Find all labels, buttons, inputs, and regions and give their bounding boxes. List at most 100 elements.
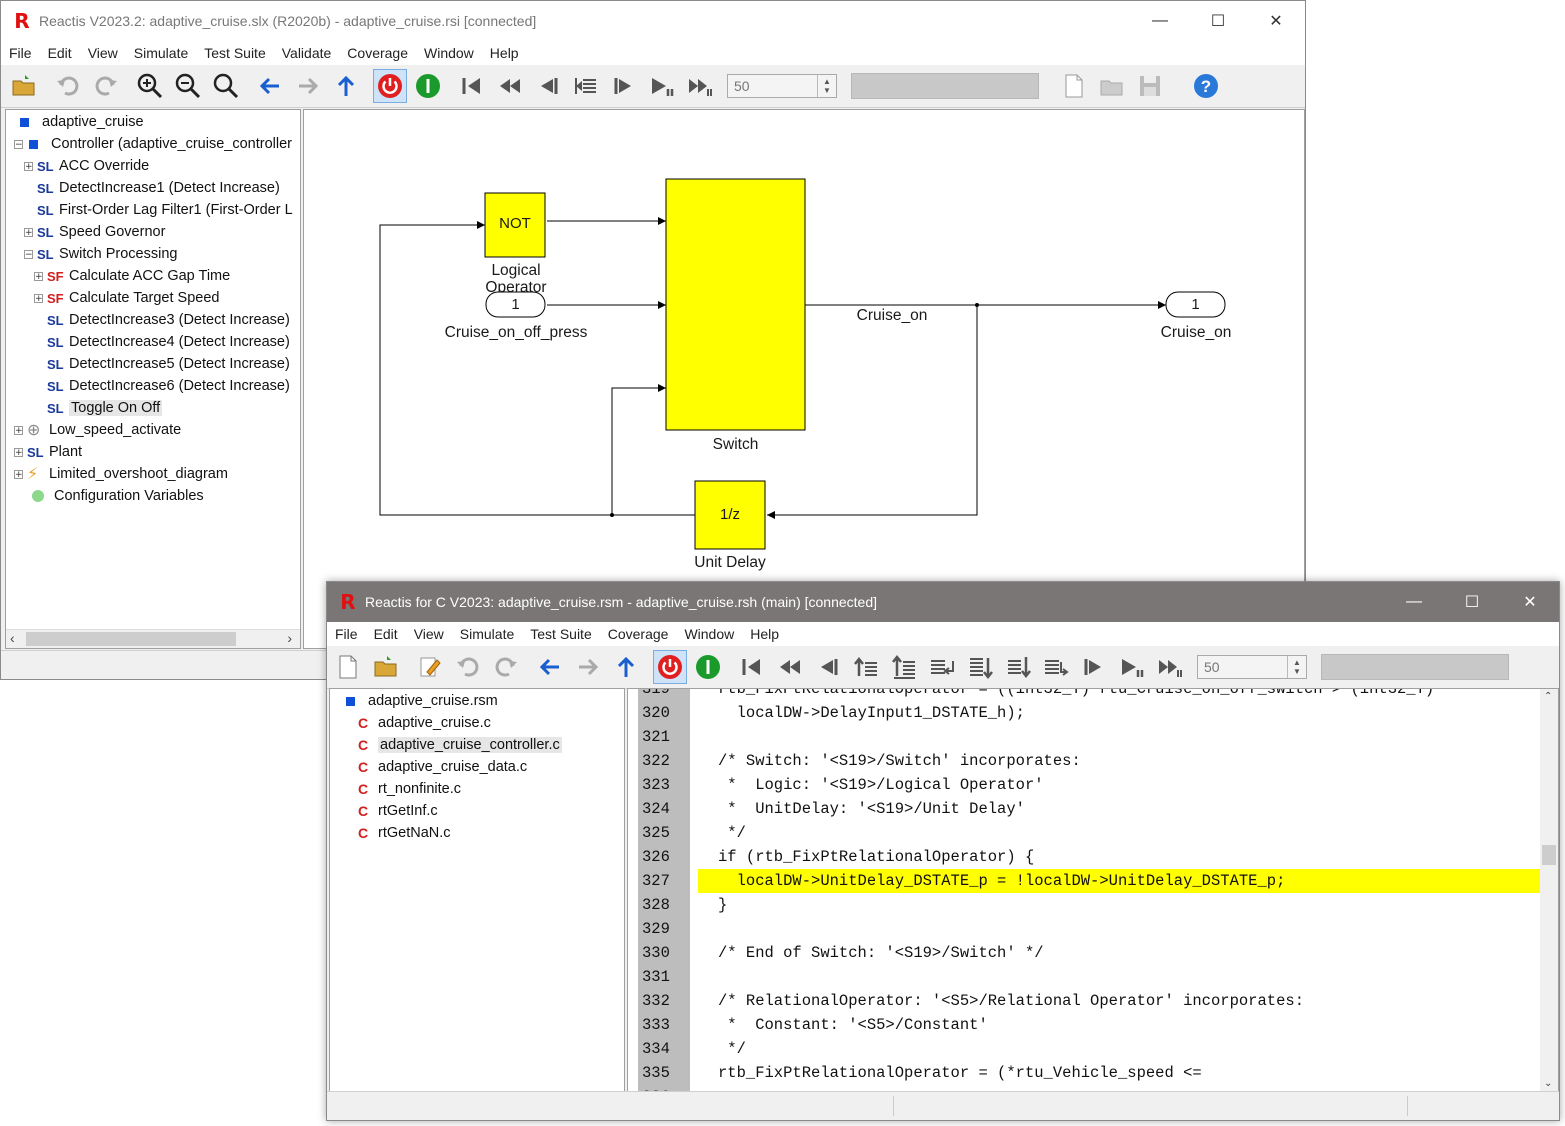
not-block-text[interactable]: NOT bbox=[499, 215, 531, 232]
menu-view[interactable]: View bbox=[413, 626, 444, 642]
tree-item[interactable]: Configuration Variables bbox=[32, 485, 204, 507]
up-arrow-icon[interactable] bbox=[609, 650, 643, 684]
step-forward-icon[interactable] bbox=[607, 69, 641, 103]
close-button[interactable]: ✕ bbox=[1523, 594, 1537, 611]
menu-window[interactable]: Window bbox=[684, 626, 735, 642]
diagram-canvas[interactable]: NOT Logical Operator 1 Cruise_on_off_pre… bbox=[303, 109, 1305, 649]
spinner-arrows[interactable]: ▲▼ bbox=[1287, 656, 1306, 678]
up-arrow-icon[interactable] bbox=[329, 69, 363, 103]
menu-file[interactable]: File bbox=[335, 626, 358, 642]
fast-forward-icon[interactable] bbox=[683, 69, 717, 103]
open-folder-icon[interactable] bbox=[7, 69, 41, 103]
step-list-icon[interactable] bbox=[569, 69, 603, 103]
code-line-highlighted[interactable]: 327 localDW->UnitDelay_DSTATE_p = !local… bbox=[638, 869, 1540, 893]
menu-coverage[interactable]: Coverage bbox=[607, 626, 669, 642]
menu-help[interactable]: Help bbox=[750, 626, 780, 642]
step-forward-icon[interactable] bbox=[1077, 650, 1111, 684]
expand-toggle[interactable]: + bbox=[14, 425, 23, 436]
code-line[interactable]: 325 */ bbox=[638, 821, 1540, 845]
steps-input[interactable]: 50▲▼ bbox=[1197, 655, 1307, 679]
open-folder-icon[interactable] bbox=[369, 650, 403, 684]
expand-toggle[interactable]: + bbox=[24, 161, 33, 172]
maximize-button[interactable]: ☐ bbox=[1464, 594, 1480, 611]
code-line[interactable]: 336 ...; bbox=[638, 1085, 1540, 1091]
code-line[interactable]: 334 */ bbox=[638, 1037, 1540, 1061]
tree-item[interactable]: adaptive_cruise.rsm bbox=[344, 690, 498, 712]
scroll-left-icon[interactable]: ‹ bbox=[10, 630, 15, 646]
step-back-list-icon[interactable] bbox=[925, 650, 959, 684]
tree-item[interactable]: adaptive_cruise bbox=[18, 111, 144, 133]
expand-toggle[interactable]: + bbox=[34, 293, 43, 304]
menu-simulate[interactable]: Simulate bbox=[133, 45, 189, 61]
title-bar[interactable]: R Reactis V2023.2: adaptive_cruise.slx (… bbox=[1, 1, 1305, 41]
new-file-icon[interactable] bbox=[331, 650, 365, 684]
menu-validate[interactable]: Validate bbox=[281, 45, 332, 61]
code-line[interactable]: 321 bbox=[638, 725, 1540, 749]
collapse-toggle[interactable]: − bbox=[14, 139, 23, 150]
open-file-icon[interactable] bbox=[1095, 69, 1129, 103]
scroll-thumb[interactable] bbox=[26, 632, 236, 646]
back-arrow-icon[interactable] bbox=[253, 69, 287, 103]
spinner-arrows[interactable]: ▲▼ bbox=[817, 75, 836, 97]
scroll-right-icon[interactable]: › bbox=[287, 630, 292, 646]
minimize-button[interactable]: — bbox=[1152, 12, 1168, 29]
forward-arrow-icon[interactable] bbox=[571, 650, 605, 684]
expand-toggle[interactable]: + bbox=[34, 271, 43, 282]
step-back-icon[interactable] bbox=[531, 69, 565, 103]
minimize-button[interactable]: — bbox=[1406, 593, 1422, 610]
zoom-out-icon[interactable] bbox=[171, 69, 205, 103]
forward-arrow-icon[interactable] bbox=[291, 69, 325, 103]
menu-edit[interactable]: Edit bbox=[373, 626, 398, 642]
play-pause-icon[interactable] bbox=[645, 69, 679, 103]
vertical-scrollbar[interactable]: ⌃ ⌄ bbox=[1540, 689, 1558, 1091]
menu-simulate[interactable]: Simulate bbox=[459, 626, 515, 642]
menu-window[interactable]: Window bbox=[424, 45, 474, 61]
scroll-up-icon[interactable]: ⌃ bbox=[1544, 691, 1553, 702]
undo-icon[interactable] bbox=[51, 69, 85, 103]
expand-toggle[interactable]: + bbox=[24, 227, 33, 238]
step-forward-list-icon[interactable] bbox=[1039, 650, 1073, 684]
menu-view[interactable]: View bbox=[87, 45, 118, 61]
zoom-in-icon[interactable] bbox=[133, 69, 167, 103]
code-line[interactable]: 332/* RelationalOperator: '<S5>/Relation… bbox=[638, 989, 1540, 1013]
steps-input[interactable]: 50▲▼ bbox=[727, 74, 837, 98]
title-bar[interactable]: R Reactis for C V2023: adaptive_cruise.r… bbox=[327, 582, 1559, 622]
menu-file[interactable]: File bbox=[9, 45, 32, 61]
step-over-icon[interactable] bbox=[1001, 650, 1035, 684]
new-file-icon[interactable] bbox=[1057, 69, 1091, 103]
back-arrow-icon[interactable] bbox=[533, 650, 567, 684]
code-line[interactable]: 320 localDW->DelayInput1_DSTATE_h); bbox=[638, 701, 1540, 725]
close-button[interactable]: ✕ bbox=[1269, 13, 1283, 30]
code-line[interactable]: 322/* Switch: '<S19>/Switch' incorporate… bbox=[638, 749, 1540, 773]
power-off-icon[interactable] bbox=[373, 69, 407, 103]
menu-help[interactable]: Help bbox=[489, 45, 519, 61]
reset-icon[interactable] bbox=[735, 650, 769, 684]
code-line[interactable]: 330/* End of Switch: '<S19>/Switch' */ bbox=[638, 941, 1540, 965]
redo-icon[interactable] bbox=[489, 650, 523, 684]
horizontal-scrollbar[interactable]: ‹ › bbox=[6, 629, 300, 648]
maximize-button[interactable]: ☐ bbox=[1210, 13, 1226, 30]
expand-toggle[interactable]: + bbox=[14, 469, 23, 480]
outport-number[interactable]: 1 bbox=[1191, 296, 1200, 313]
tree-item[interactable]: +⊕Low_speed_activate bbox=[14, 422, 182, 439]
undo-icon[interactable] bbox=[451, 650, 485, 684]
tree-item[interactable]: +⚡Limited_overshoot_diagram bbox=[14, 466, 228, 483]
fast-backward-icon[interactable] bbox=[773, 650, 807, 684]
inport-number[interactable]: 1 bbox=[511, 296, 520, 313]
